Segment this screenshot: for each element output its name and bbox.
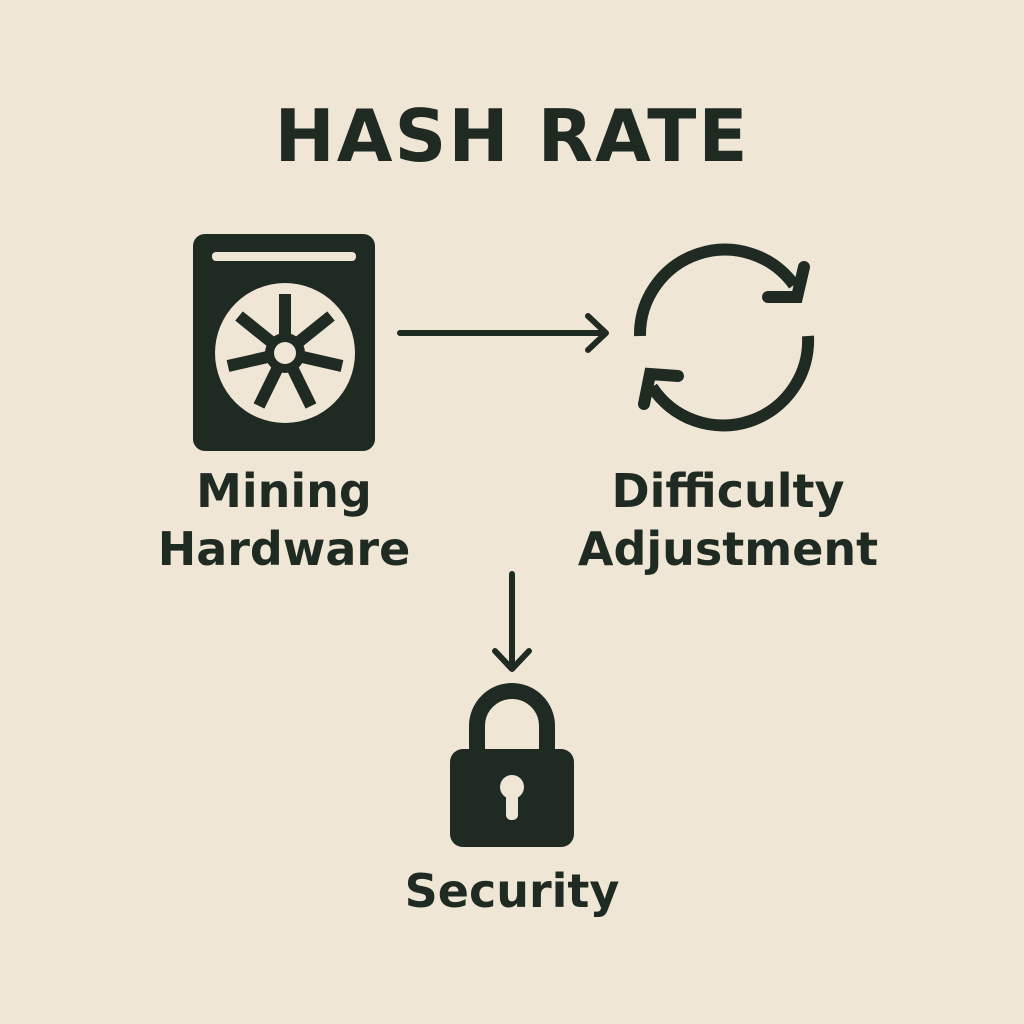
refresh-cycle-icon xyxy=(633,243,815,432)
difficulty-adjustment-label: Difficulty Adjustment xyxy=(568,462,888,578)
padlock-icon xyxy=(450,683,574,847)
mining-hardware-label-line2: Hardware xyxy=(157,522,411,576)
arrow-right-icon xyxy=(397,313,609,353)
difficulty-adjustment-label-line2: Adjustment xyxy=(577,522,879,576)
mining-hardware-label-line1: Mining xyxy=(196,464,372,518)
mining-hardware-fan-icon xyxy=(193,234,375,451)
arrow-down-icon xyxy=(492,571,532,672)
page-title: HASH RATE xyxy=(274,94,750,178)
security-label: Security xyxy=(404,864,620,918)
difficulty-adjustment-label-line1: Difficulty xyxy=(611,464,845,518)
mining-hardware-label: Mining Hardware xyxy=(134,462,434,578)
